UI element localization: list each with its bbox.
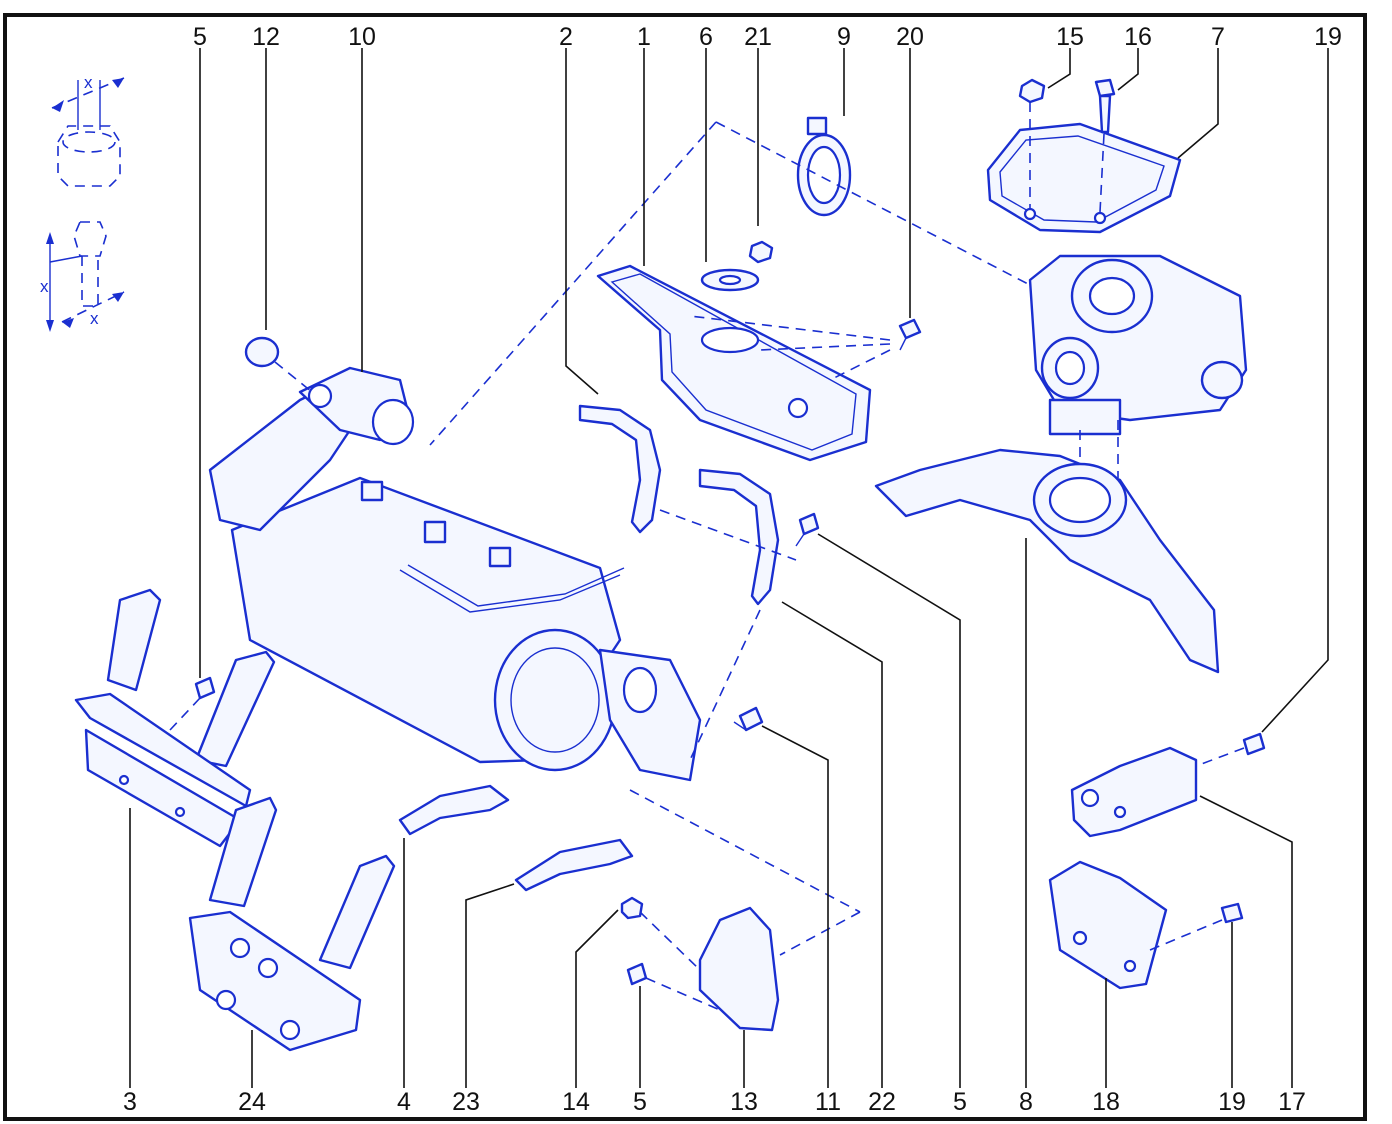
label-bottom-3: 3 (123, 1088, 137, 1116)
bolt-16-part (1094, 78, 1116, 213)
bolt-5-right-part (795, 512, 820, 547)
label-top-7: 7 (1211, 23, 1225, 51)
clamp-ring-9-part (796, 116, 852, 217)
bracket-17-part (1070, 746, 1198, 838)
label-bottom-17: 17 (1278, 1088, 1306, 1116)
legend-bolt-x-horizontal: x (90, 309, 99, 328)
sensor-plug-part (244, 336, 313, 393)
label-bottom-4: 4 (397, 1088, 411, 1116)
label-top-6: 6 (699, 23, 713, 51)
label-top-19: 19 (1314, 23, 1342, 51)
bolt-19-lower-part (1149, 902, 1244, 951)
label-top-20: 20 (896, 23, 924, 51)
label-bottom-5a: 5 (633, 1088, 647, 1116)
left-bracket-straps-part (74, 588, 276, 848)
strap-23-part (514, 838, 634, 892)
label-top-15: 15 (1056, 23, 1084, 51)
label-top-16: 16 (1124, 23, 1152, 51)
turbo-heat-shield-part (986, 122, 1182, 234)
upper-heat-shield-part (596, 264, 872, 462)
heat-shield-13-part (698, 906, 780, 1032)
bolt-19-upper-part (1195, 732, 1266, 767)
legend-nut-x: x (84, 73, 93, 92)
label-bottom-11: 11 (815, 1088, 841, 1116)
label-bottom-19: 19 (1218, 1088, 1246, 1116)
bolt-20-part (898, 318, 922, 351)
manifold-shield-part (874, 448, 1220, 674)
label-top-1: 1 (637, 23, 651, 51)
label-bottom-23: 23 (452, 1088, 480, 1116)
nut-21-part (748, 240, 774, 264)
label-bottom-24: 24 (238, 1088, 266, 1116)
bolt-5-left-part (169, 676, 216, 731)
bracket-18-part (1048, 860, 1168, 990)
label-bottom-18: 18 (1092, 1088, 1120, 1116)
turbocharger-part (1028, 254, 1248, 436)
diagram-border (3, 13, 1367, 1121)
nut-14-part (620, 896, 701, 971)
label-bottom-13: 13 (730, 1088, 758, 1116)
label-top-5: 5 (193, 23, 207, 51)
bolt-11-part (733, 706, 764, 732)
label-bottom-14: 14 (562, 1088, 590, 1116)
legend-nut-icon: x (51, 73, 125, 187)
leader-lines (129, 48, 1329, 1088)
nut-15-part (1018, 78, 1046, 210)
strap-22-part (698, 468, 780, 606)
lower-bracket-24-part (188, 796, 396, 1052)
legend-bolt-x-vertical: x (40, 277, 49, 296)
label-top-9: 9 (837, 23, 851, 51)
label-top-2: 2 (559, 23, 573, 51)
label-bottom-22: 22 (868, 1088, 896, 1116)
bolt-5-lower-part (626, 962, 721, 1011)
strap-4-part (398, 784, 510, 836)
strap-2-part (578, 404, 662, 534)
label-top-10: 10 (348, 23, 376, 51)
part-number-labels: 5 12 10 2 1 6 21 9 20 15 16 7 19 3 24 4 … (123, 23, 1342, 1116)
particulate-filter-assembly (208, 366, 702, 782)
gasket-part (700, 268, 760, 292)
legend-bolt-icon: x x (40, 221, 125, 332)
label-bottom-5b: 5 (953, 1088, 967, 1116)
label-top-21: 21 (744, 23, 772, 51)
label-bottom-8: 8 (1019, 1088, 1033, 1116)
label-top-12: 12 (252, 23, 280, 51)
